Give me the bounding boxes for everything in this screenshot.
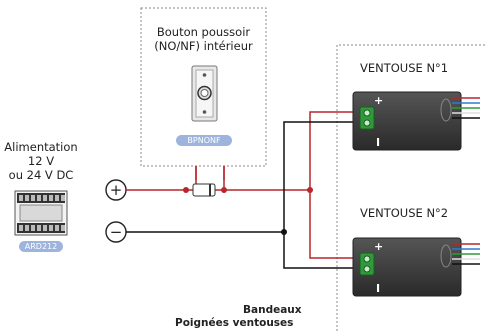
positive-symbol: + xyxy=(110,181,123,199)
positive-junction xyxy=(307,187,313,193)
cable-gland-icon xyxy=(440,244,452,268)
pushbutton-zone xyxy=(140,7,267,167)
screw-terminal xyxy=(25,225,29,231)
maglock-2-minus: I xyxy=(376,282,380,295)
pushbutton-plate xyxy=(191,65,218,122)
screw-terminal xyxy=(43,195,47,201)
cable-gland-icon xyxy=(440,98,452,122)
maglock-2-plus: + xyxy=(374,240,383,253)
terminal-block xyxy=(359,106,375,130)
negative-symbol: − xyxy=(110,223,123,241)
pushbutton-wires xyxy=(195,166,225,180)
maglock-1-label: VENTOUSE N°1 xyxy=(360,61,449,75)
screw-terminal xyxy=(31,225,35,231)
footer-line1: Bandeaux xyxy=(243,304,302,316)
screw-terminal xyxy=(55,195,59,201)
maglock-1-minus: I xyxy=(376,136,380,149)
power-supply-line3: ou 24 V DC xyxy=(8,168,74,182)
screw-terminal xyxy=(37,225,41,231)
maglock-1-leads xyxy=(452,97,480,119)
maglock-2: + I xyxy=(352,237,462,297)
negative-junction xyxy=(281,229,287,235)
screw-terminal xyxy=(55,225,59,231)
pushbutton-title-line1: Bouton poussoir xyxy=(156,25,251,39)
screw-terminal xyxy=(19,195,23,201)
power-supply-pins xyxy=(19,195,65,231)
maglock-2-label: VENTOUSE N°2 xyxy=(360,206,449,220)
maglock-zone xyxy=(336,44,487,331)
screw-terminal xyxy=(31,195,35,201)
screw-terminal xyxy=(49,195,53,201)
screw-terminal xyxy=(37,195,41,201)
power-supply-line2: 12 V xyxy=(27,154,55,168)
terminal-block xyxy=(359,252,375,276)
screw-terminal xyxy=(25,195,29,201)
maglock-1: + I xyxy=(352,91,462,151)
maglock-1-plus: + xyxy=(374,94,383,107)
pushbutton-title-line2: (NO/NF) intérieur xyxy=(154,39,253,53)
power-supply-line1: Alimentation xyxy=(4,140,78,154)
screw-terminal xyxy=(19,225,23,231)
screw-terminal xyxy=(61,195,65,201)
negative-wires xyxy=(126,121,360,269)
diode-icon xyxy=(192,183,216,197)
power-supply-ref-badge: ARD212 xyxy=(19,241,63,252)
positive-junction xyxy=(183,187,189,193)
screw-terminal xyxy=(61,225,65,231)
footer-line2: Poignées ventouses xyxy=(175,317,294,329)
maglock-2-leads xyxy=(452,243,480,265)
positive-wires xyxy=(126,111,360,259)
pushbutton-ref-badge: BPNONF xyxy=(176,135,232,146)
screw-terminal xyxy=(49,225,53,231)
screw-terminal xyxy=(43,225,47,231)
positive-junction xyxy=(221,187,227,193)
